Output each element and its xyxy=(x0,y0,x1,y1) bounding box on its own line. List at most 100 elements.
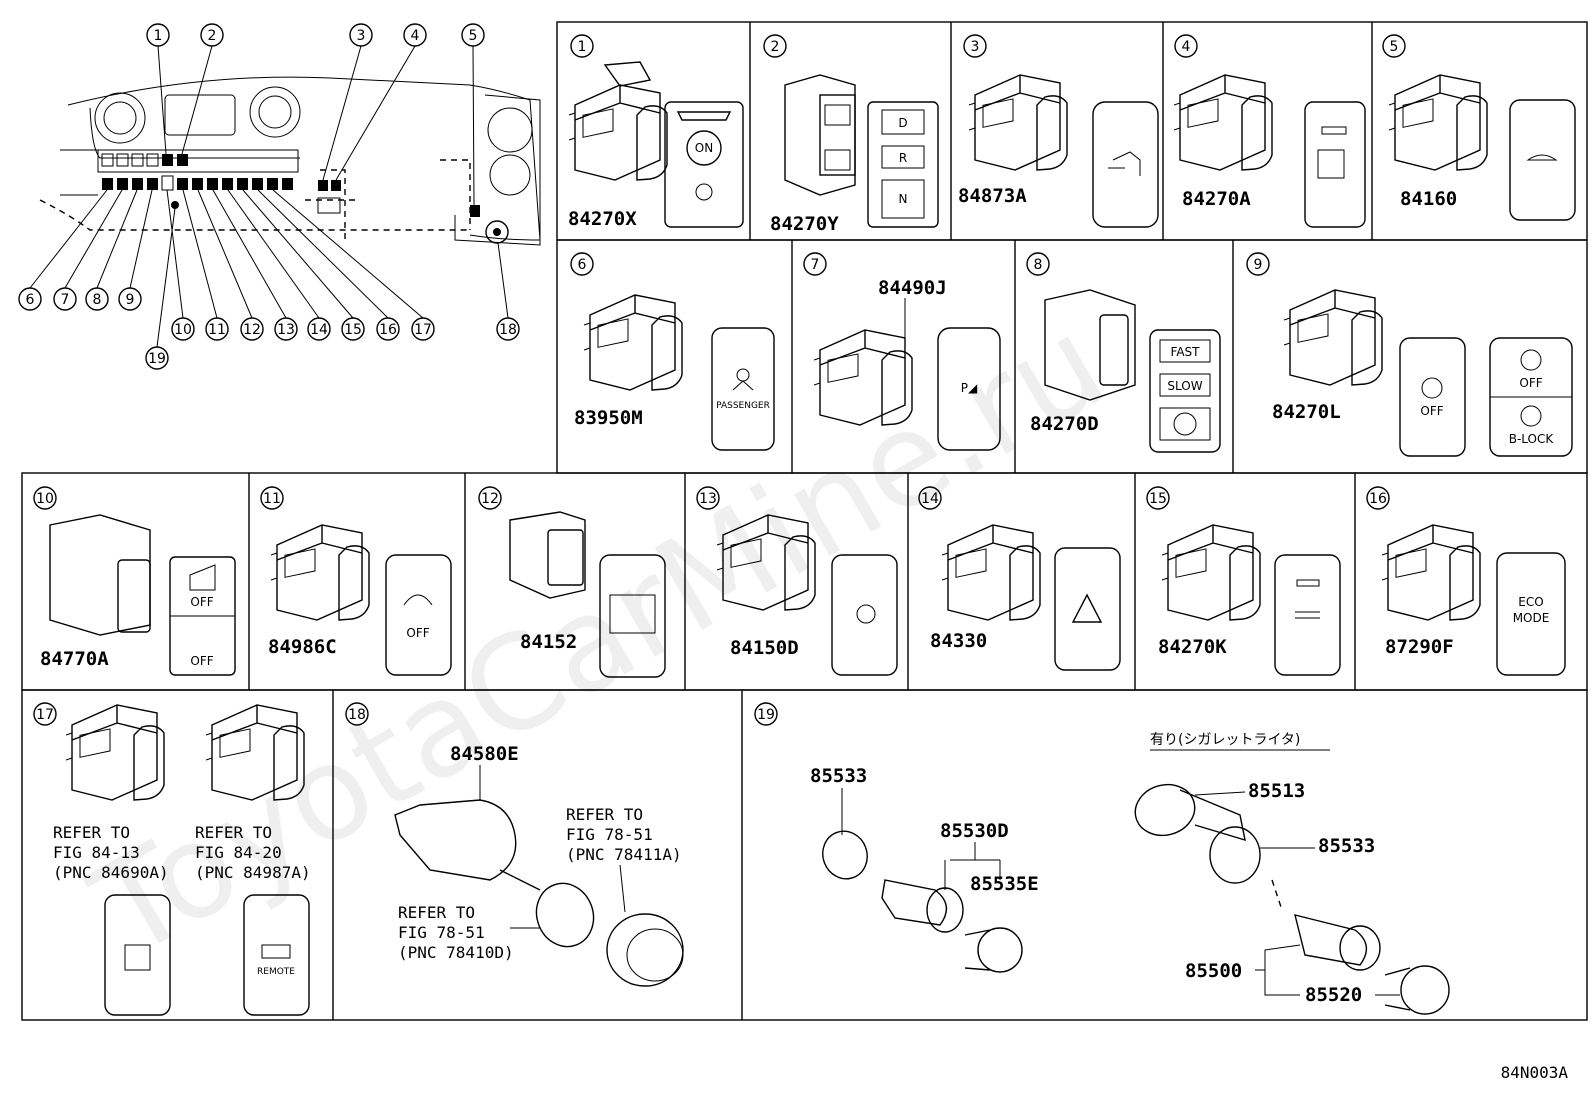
part-number: 84160 xyxy=(1400,188,1457,210)
svg-text:18: 18 xyxy=(499,322,517,338)
part-number: 84270Y xyxy=(770,213,839,235)
svg-text:2: 2 xyxy=(208,28,217,44)
svg-text:R: R xyxy=(899,151,907,165)
svg-text:19: 19 xyxy=(757,707,775,723)
svg-text:N: N xyxy=(899,192,908,206)
svg-text:9: 9 xyxy=(126,292,135,308)
panel-4: 4 84270A xyxy=(1173,34,1366,228)
svg-text:OFF: OFF xyxy=(1420,404,1443,418)
svg-text:12: 12 xyxy=(243,322,261,338)
panel-10: 10 OFF OFF 84770A xyxy=(33,486,236,676)
panel-2: 2 D R N 84270Y xyxy=(763,34,939,235)
svg-text:85535E: 85535E xyxy=(970,873,1039,895)
svg-text:18: 18 xyxy=(348,707,366,723)
svg-text:(PNC 84690A): (PNC 84690A) xyxy=(53,863,169,882)
svg-text:85533: 85533 xyxy=(1318,835,1375,857)
part-number: 84873A xyxy=(958,185,1027,207)
svg-text:5: 5 xyxy=(469,28,478,44)
svg-text:FIG 78-51: FIG 78-51 xyxy=(566,825,653,844)
svg-text:13: 13 xyxy=(699,491,717,507)
part-number: 84270X xyxy=(568,208,637,230)
park-assist-icon: P◢ xyxy=(961,381,978,395)
passenger-label: PASSENGER xyxy=(716,401,770,411)
panel-14: 14 84330 xyxy=(918,486,1121,671)
svg-text:SLOW: SLOW xyxy=(1167,379,1202,393)
svg-text:15: 15 xyxy=(344,322,362,338)
svg-text:17: 17 xyxy=(414,322,432,338)
svg-text:REFER TO: REFER TO xyxy=(566,805,643,824)
panel-13: 13 84150D xyxy=(696,486,898,676)
svg-text:8: 8 xyxy=(1034,257,1043,273)
svg-text:(PNC 78411A): (PNC 78411A) xyxy=(566,845,682,864)
svg-text:FAST: FAST xyxy=(1171,345,1201,359)
svg-text:85520: 85520 xyxy=(1305,984,1362,1006)
svg-text:6: 6 xyxy=(578,257,587,273)
svg-text:ECO: ECO xyxy=(1518,595,1543,609)
panel-12: 12 84152 xyxy=(478,486,666,678)
part-number: 83950M xyxy=(574,407,643,429)
svg-text:19: 19 xyxy=(148,351,166,367)
svg-text:7: 7 xyxy=(61,292,70,308)
svg-text:B-LOCK: B-LOCK xyxy=(1509,432,1555,446)
panel-3: 3 84873A xyxy=(958,34,1159,228)
svg-text:1: 1 xyxy=(578,39,587,55)
svg-text:2: 2 xyxy=(771,39,780,55)
svg-text:FIG 78-51: FIG 78-51 xyxy=(398,923,485,942)
svg-text:85530D: 85530D xyxy=(940,820,1009,842)
grid xyxy=(21,21,1588,1021)
panel-19: 19 有り(シガレットライタ) 85533 85530D 85535E 8551… xyxy=(754,702,1450,1015)
svg-text:(PNC 84987A): (PNC 84987A) xyxy=(195,863,311,882)
svg-text:MODE: MODE xyxy=(1513,611,1550,625)
svg-text:10: 10 xyxy=(174,322,192,338)
on-label: ON xyxy=(695,141,713,155)
svg-text:9: 9 xyxy=(1254,257,1263,273)
diagram-code: 84N003A xyxy=(1501,1063,1569,1082)
svg-text:85500: 85500 xyxy=(1185,960,1242,982)
svg-text:5: 5 xyxy=(1390,39,1399,55)
svg-text:10: 10 xyxy=(36,491,54,507)
svg-text:15: 15 xyxy=(1149,491,1167,507)
svg-text:OFF: OFF xyxy=(1519,376,1542,390)
part-number: 84270A xyxy=(1182,188,1251,210)
part-number: 84152 xyxy=(520,631,577,653)
part-number: 84580E xyxy=(450,743,519,765)
svg-text:3: 3 xyxy=(971,39,980,55)
svg-text:REFER TO: REFER TO xyxy=(53,823,130,842)
svg-text:14: 14 xyxy=(310,322,328,338)
panel-6: 6 PASSENGER 83950M xyxy=(570,252,775,451)
svg-text:REMOTE: REMOTE xyxy=(257,967,295,977)
svg-text:1: 1 xyxy=(154,28,163,44)
part-number: 84986C xyxy=(268,636,337,658)
svg-text:6: 6 xyxy=(26,292,35,308)
panel-15: 15 84270K xyxy=(1146,486,1341,676)
svg-text:OFF: OFF xyxy=(190,654,213,668)
svg-text:16: 16 xyxy=(379,322,397,338)
svg-text:D: D xyxy=(898,116,907,130)
panel-17: 17 REFER TO FIG 84-13 (PNC 84690A) REFER… xyxy=(33,702,311,1016)
panel-11: 11 OFF 84986C xyxy=(260,486,452,676)
panel-16: 16 ECO MODE 87290F xyxy=(1366,486,1566,676)
svg-text:REFER TO: REFER TO xyxy=(195,823,272,842)
panel-5: 5 84160 xyxy=(1382,34,1576,221)
svg-text:11: 11 xyxy=(208,322,226,338)
part-number: 84270D xyxy=(1030,413,1099,435)
svg-text:FIG 84-20: FIG 84-20 xyxy=(195,843,282,862)
svg-text:FIG 84-13: FIG 84-13 xyxy=(53,843,140,862)
part-number: 87290F xyxy=(1385,636,1454,658)
panel-1: 1 ON 84270X xyxy=(568,34,744,230)
part-number: 84330 xyxy=(930,630,987,652)
panel-8: 8 FAST SLOW 84270D xyxy=(1026,252,1221,453)
svg-text:85513: 85513 xyxy=(1248,780,1305,802)
part-number: 84490J xyxy=(878,277,947,299)
part-number: 84770A xyxy=(40,648,109,670)
svg-text:17: 17 xyxy=(36,707,54,723)
svg-text:13: 13 xyxy=(277,322,295,338)
dashboard-overview xyxy=(39,76,541,246)
part-number: 84270K xyxy=(1158,636,1227,658)
svg-text:12: 12 xyxy=(481,491,499,507)
part-number: 84150D xyxy=(730,637,799,659)
svg-text:REFER TO: REFER TO xyxy=(398,903,475,922)
svg-text:85533: 85533 xyxy=(810,765,867,787)
panel-7: 7 84490J P◢ xyxy=(803,252,1001,451)
